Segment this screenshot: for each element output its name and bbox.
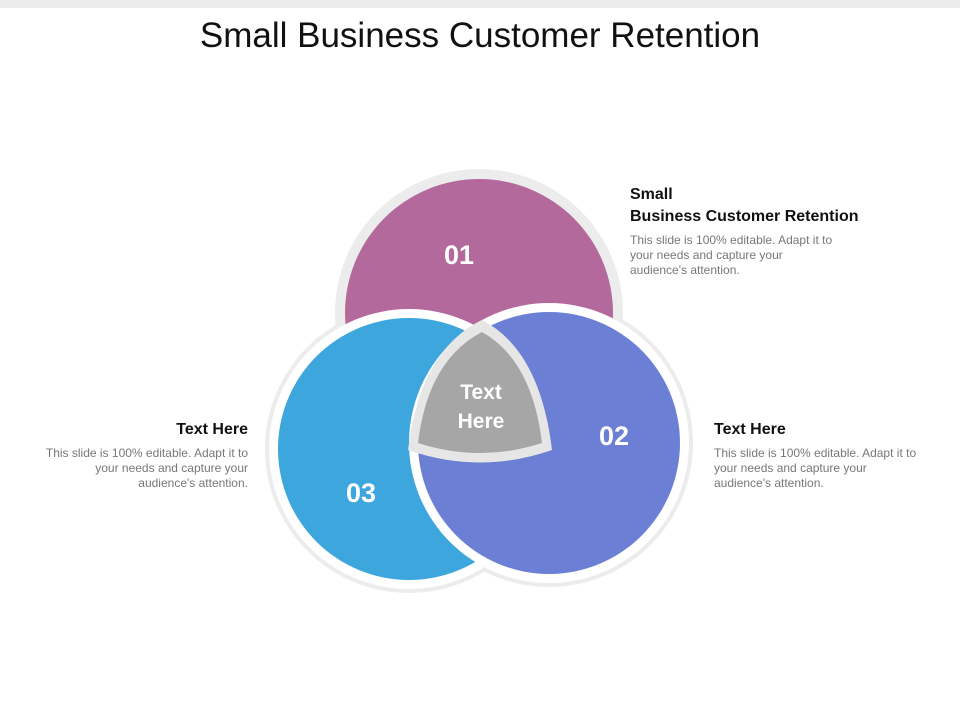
callout-03-heading: Text Here [176, 421, 248, 438]
callout-02-body: This slide is 100% editable. Adapt it to… [714, 446, 917, 490]
top-bar [0, 0, 960, 8]
center-text-line2: Here [458, 410, 505, 433]
callout-01: Small Business Customer Retention This s… [630, 184, 910, 278]
callout-01-body: This slide is 100% editable. Adapt it to… [630, 233, 833, 277]
number-03: 03 [346, 478, 376, 508]
center-text-line1: Text [460, 381, 502, 404]
callout-03: Text Here This slide is 100% editable. A… [40, 419, 248, 491]
number-01: 01 [444, 240, 474, 270]
callout-03-body: This slide is 100% editable. Adapt it to… [45, 446, 248, 490]
callout-02: Text Here This slide is 100% editable. A… [714, 419, 919, 491]
center-shape [418, 332, 542, 453]
callout-01-heading-line2: Business Customer Retention [630, 208, 859, 225]
callout-01-heading-line1: Small [630, 186, 673, 203]
callout-02-heading: Text Here [714, 421, 786, 438]
callout-01-heading: Small Business Customer Retention [630, 184, 910, 228]
slide-title: Small Business Customer Retention [199, 16, 761, 55]
number-02: 02 [599, 421, 629, 451]
